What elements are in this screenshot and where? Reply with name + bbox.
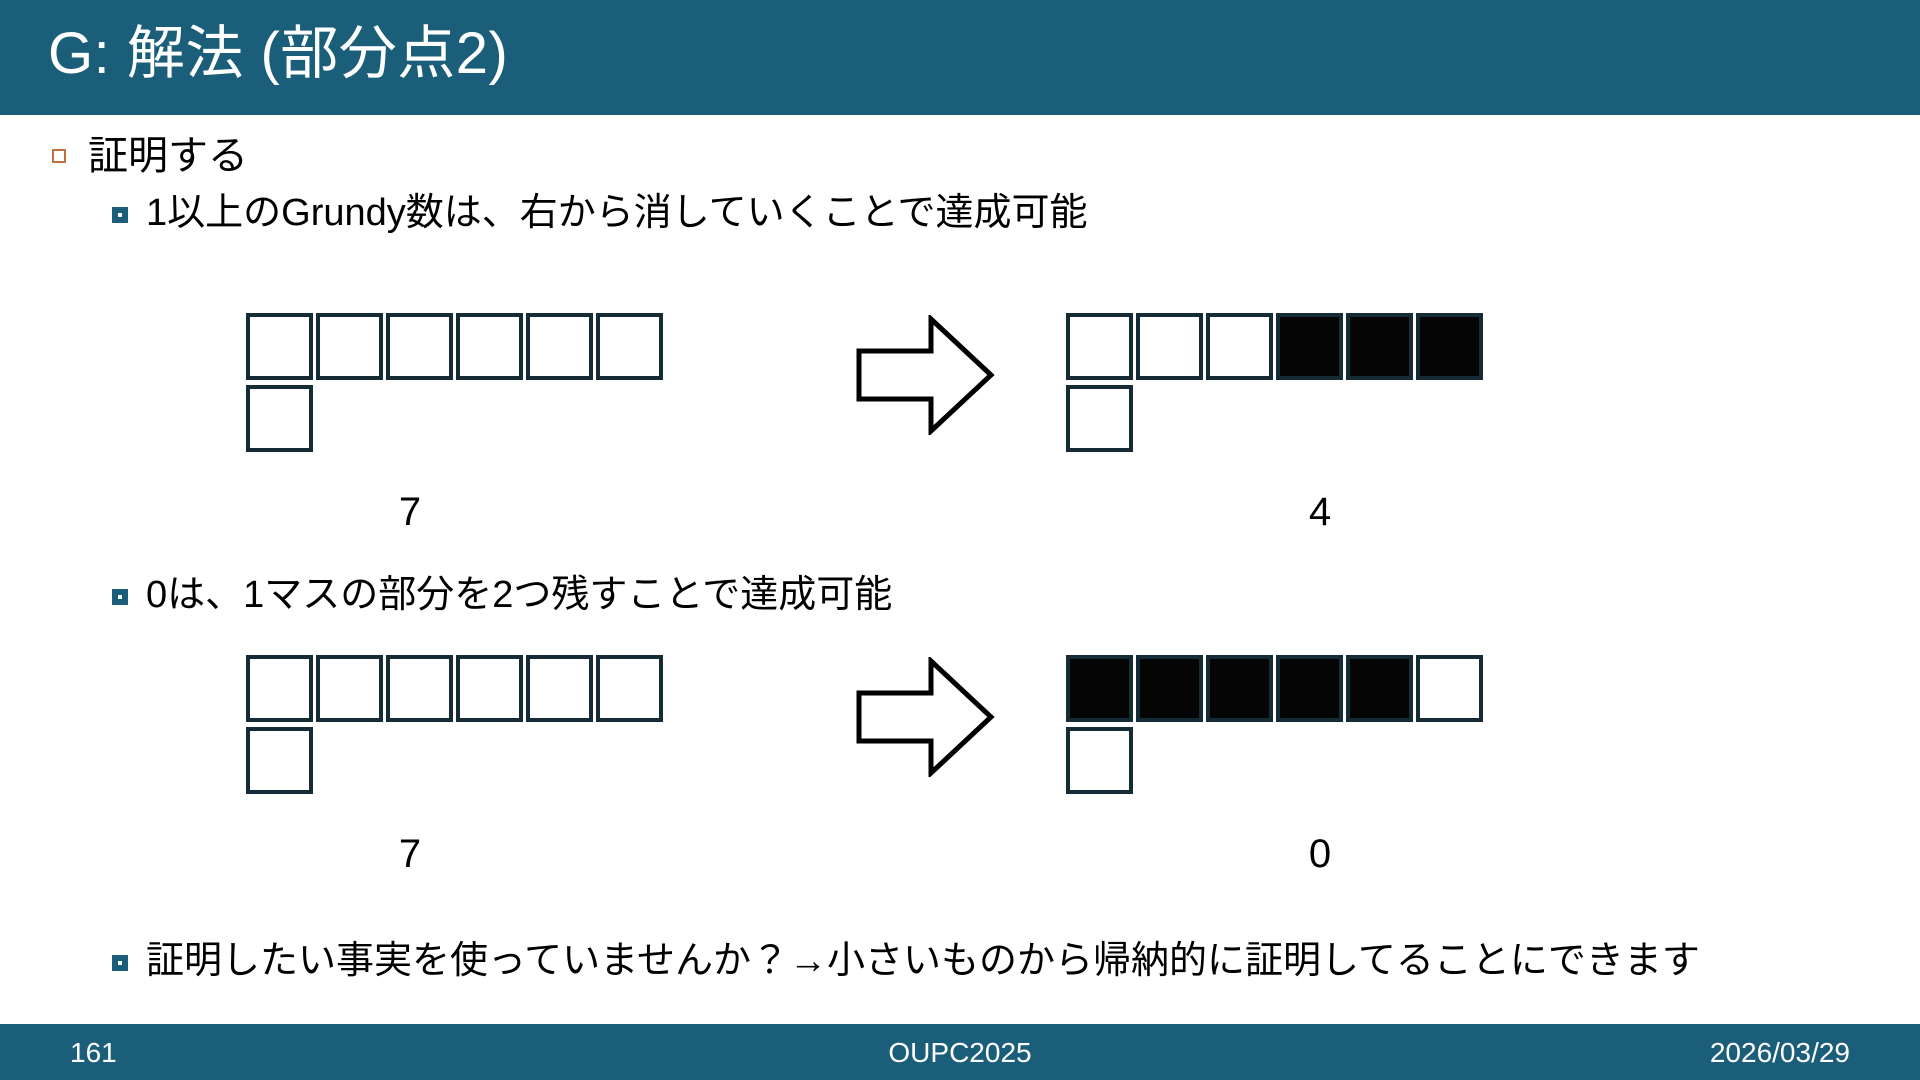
grid-cell	[386, 313, 453, 380]
header-bar	[0, 0, 1920, 110]
footer-bar	[0, 1024, 1920, 1080]
filled-square-bullet-icon	[112, 589, 128, 605]
grid-cell	[1206, 313, 1273, 380]
header-rule	[0, 110, 1920, 115]
grid-cell-filled	[1136, 655, 1203, 722]
grid-cell	[1066, 385, 1133, 452]
diagram-1-before-label: 7	[398, 490, 422, 534]
grid-cell	[316, 313, 383, 380]
grid-cell	[246, 655, 313, 722]
footer-event-name: OUPC2025	[888, 1037, 1032, 1068]
grid-cell-filled	[1346, 313, 1413, 380]
grid-cell	[596, 655, 663, 722]
bullet-level2-label-3: 証明したい事実を使っていませんか？→小さいものから帰納的に証明してることにできま…	[146, 940, 1700, 982]
grid-cell	[246, 727, 313, 794]
bullet-level1-label: 証明する	[88, 134, 248, 178]
diagram-2-after-grid	[1066, 655, 1496, 805]
hollow-square-bullet-icon	[52, 149, 66, 163]
bullet-level2-label-1: 1以上のGrundy数は、右から消していくことで達成可能	[146, 192, 1088, 234]
diagram-2-before-label: 7	[398, 832, 422, 876]
right-arrow-icon	[855, 313, 995, 440]
right-arrow-icon	[855, 655, 995, 782]
grid-cell	[456, 313, 523, 380]
diagram-1-after-label: 4	[1308, 490, 1332, 534]
grid-cell	[526, 313, 593, 380]
footer-date: 2026/03/29	[1709, 1037, 1850, 1068]
grid-cell	[246, 385, 313, 452]
filled-square-bullet-icon	[112, 207, 128, 223]
diagram-2-after-label: 0	[1308, 832, 1332, 876]
bullet-level2-zero: 0は、1マスの部分を2つ残すことで達成可能	[112, 572, 892, 618]
grid-cell	[1416, 655, 1483, 722]
diagram-1-after-grid	[1066, 313, 1496, 463]
grid-cell-filled	[1346, 655, 1413, 722]
grid-cell-filled	[1206, 655, 1273, 722]
bullet-level2-grundy: 1以上のGrundy数は、右から消していくことで達成可能	[112, 190, 1087, 236]
grid-cell	[1066, 727, 1133, 794]
grid-cell	[386, 655, 453, 722]
bullet-level2-induction: 証明したい事実を使っていませんか？→小さいものから帰納的に証明してることにできま…	[112, 938, 1700, 984]
diagram-1-before-grid	[246, 313, 676, 463]
page-title: G: 解法 (部分点2)	[48, 21, 509, 86]
grid-cell	[1136, 313, 1203, 380]
filled-square-bullet-icon	[112, 955, 128, 971]
grid-cell-filled	[1066, 655, 1133, 722]
bullet-level2-label-2: 0は、1マスの部分を2つ残すことで達成可能	[146, 574, 893, 616]
grid-cell	[526, 655, 593, 722]
grid-cell	[316, 655, 383, 722]
grid-cell	[1066, 313, 1133, 380]
grid-cell-filled	[1276, 313, 1343, 380]
grid-cell-filled	[1416, 313, 1483, 380]
grid-cell	[246, 313, 313, 380]
footer-page-number: 161	[70, 1037, 117, 1068]
grid-cell	[596, 313, 663, 380]
grid-cell-filled	[1276, 655, 1343, 722]
bullet-level1-prove: 証明する	[52, 132, 248, 180]
grid-cell	[456, 655, 523, 722]
diagram-2-before-grid	[246, 655, 676, 805]
